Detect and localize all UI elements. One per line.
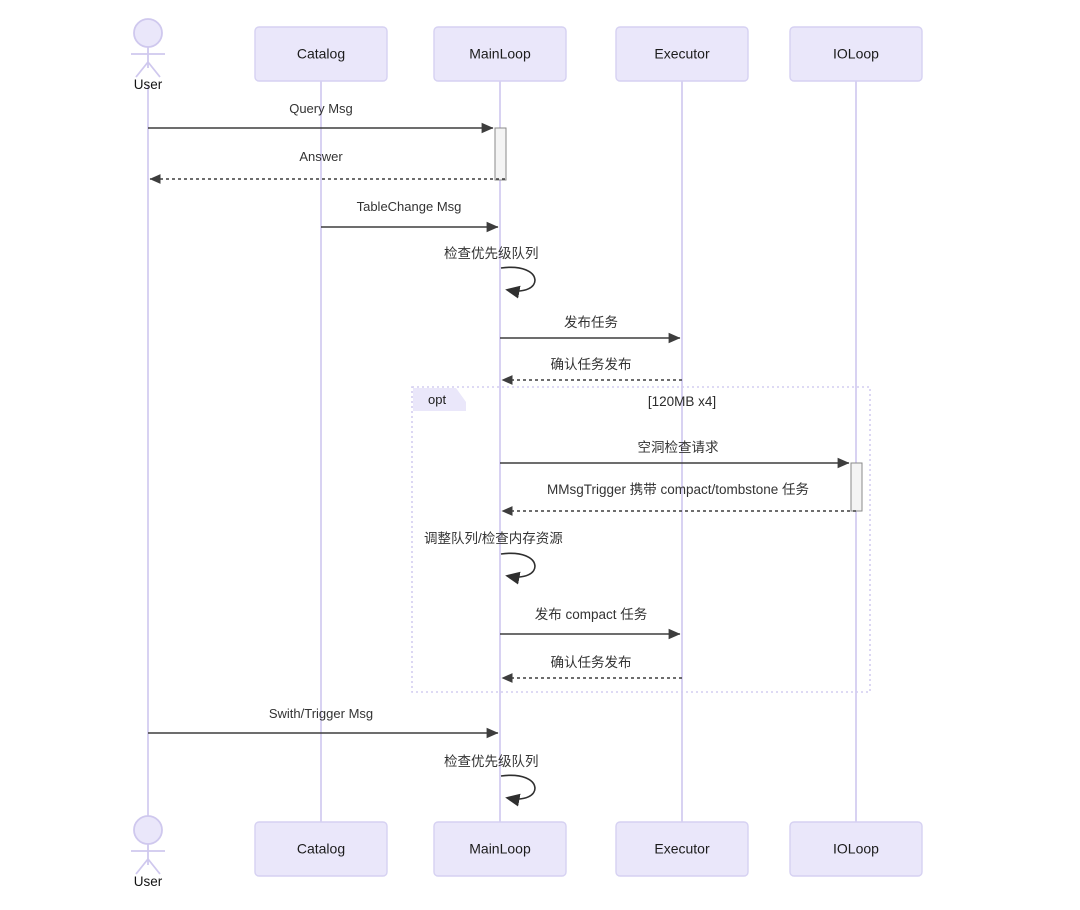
participant-name: User (134, 874, 163, 889)
participant-name: IOLoop (833, 46, 879, 62)
participant-footer-mainloop[interactable]: MainLoop (433, 821, 567, 877)
actor-leg-right-icon (147, 858, 161, 875)
message-label: 发布任务 (564, 315, 618, 330)
message-label: TableChange Msg (357, 199, 462, 214)
participant-box (615, 26, 749, 82)
participant-name: Executor (654, 841, 710, 857)
message-label: 调整队列/检查内存资源 (424, 531, 563, 546)
message-label: 空洞检查请求 (638, 440, 719, 455)
participant-footer-executor[interactable]: Executor (615, 821, 749, 877)
participant-name: Catalog (297, 46, 345, 62)
message-label: 发布 compact 任务 (535, 607, 648, 622)
participant-name: MainLoop (469, 841, 531, 857)
fragment-opt-kind-label: opt (428, 392, 446, 407)
fragment-opt-border (411, 386, 871, 693)
participant-box (615, 821, 749, 877)
self-loop-arc (500, 266, 536, 299)
message-label: 确认任务发布 (551, 655, 632, 670)
participant-name: Executor (654, 46, 710, 62)
participant-name: MainLoop (469, 46, 531, 62)
message-self-loop-check-priority-queue-2[interactable]: 检查优先级队列 (444, 754, 539, 807)
actor-leg-left-icon (135, 61, 149, 78)
message-label: Query Msg (289, 101, 353, 116)
participant-box (433, 26, 567, 82)
message-label: 检查优先级队列 (444, 754, 539, 769)
actor-head-icon (133, 18, 163, 48)
participant-box (433, 821, 567, 877)
message-publish-task[interactable]: 发布任务 (500, 315, 681, 344)
participant-footer-user[interactable]: User (131, 815, 165, 889)
message-label: 确认任务发布 (551, 357, 632, 372)
message-confirm-task-publish-2[interactable]: 确认任务发布 (501, 655, 682, 683)
participant-name: IOLoop (833, 841, 879, 857)
message-label: MMsgTrigger 携带 compact/tombstone 任务 (547, 482, 809, 497)
message-label: 检查优先级队列 (444, 246, 539, 261)
fragment-opt[interactable]: opt [120MB x4] (411, 386, 871, 693)
activations-group (494, 127, 863, 512)
participant-box (789, 821, 923, 877)
participant-header-catalog[interactable]: Catalog (254, 26, 388, 82)
message-query-msg[interactable]: Query Msg (148, 101, 494, 134)
fragment-opt-label-tab (413, 388, 466, 411)
message-publish-compact-task[interactable]: 发布 compact 任务 (500, 607, 681, 640)
message-confirm-task-publish-1[interactable]: 确认任务发布 (501, 357, 682, 385)
message-answer[interactable]: Answer (149, 149, 505, 184)
self-loop-arc (500, 552, 536, 585)
participant-footer-catalog[interactable]: Catalog (254, 821, 388, 877)
message-label: Swith/Trigger Msg (269, 706, 373, 721)
actor-head-icon (133, 815, 163, 845)
actor-leg-right-icon (147, 61, 161, 78)
message-hole-check-request[interactable]: 空洞检查请求 (500, 440, 850, 469)
participant-name: User (134, 77, 163, 92)
participant-header-user[interactable]: User (131, 18, 165, 92)
actor-leg-left-icon (135, 858, 149, 875)
participant-footer-ioloop[interactable]: IOLoop (789, 821, 923, 877)
fragment-opt-condition: [120MB x4] (648, 394, 716, 409)
participant-box (789, 26, 923, 82)
participant-header-mainloop[interactable]: MainLoop (433, 26, 567, 82)
message-label: Answer (299, 149, 343, 164)
participant-name: Catalog (297, 841, 345, 857)
message-tablechange-msg[interactable]: TableChange Msg (321, 199, 499, 233)
lifelines-group (147, 81, 857, 830)
message-self-loop-adjust-queue-check-memory[interactable]: 调整队列/检查内存资源 (424, 531, 563, 585)
message-mmsgtrigger-compact-tombstone[interactable]: MMsgTrigger 携带 compact/tombstone 任务 (501, 482, 856, 516)
self-loop-arc (500, 774, 536, 807)
participant-box (254, 821, 388, 877)
participant-box (254, 26, 388, 82)
message-self-loop-check-priority-queue-1[interactable]: 检查优先级队列 (444, 246, 539, 299)
activation-mainloop-1 (494, 127, 507, 181)
participant-header-executor[interactable]: Executor (615, 26, 749, 82)
message-swith-trigger-msg[interactable]: Swith/Trigger Msg (148, 706, 499, 739)
activation-ioloop-1 (850, 462, 863, 512)
participant-header-ioloop[interactable]: IOLoop (789, 26, 923, 82)
